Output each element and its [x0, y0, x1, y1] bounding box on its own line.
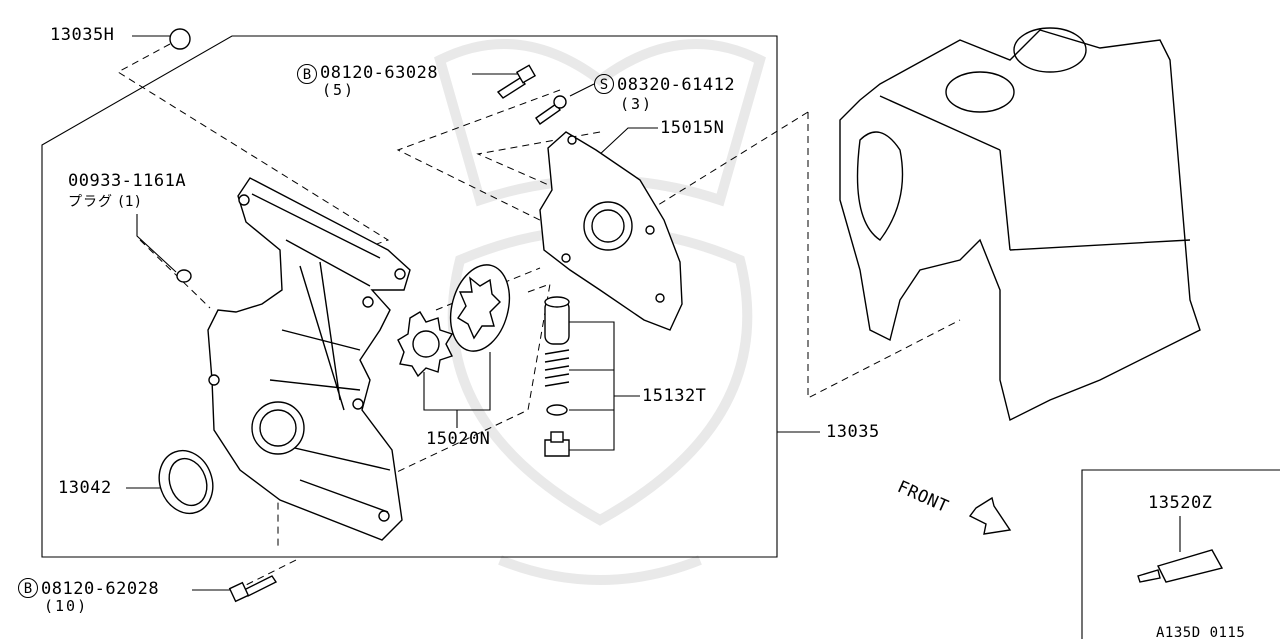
sealant-tube-13520z — [1137, 549, 1224, 583]
front-direction-arrow — [968, 496, 1012, 535]
part-label-15132t: 15132T — [642, 386, 707, 406]
qty-08120-62028: (10) — [44, 597, 89, 615]
part-label-13042: 13042 — [58, 478, 112, 498]
oil-pump-housing-15015n — [539, 131, 683, 331]
qty-08320-61412: (3) — [620, 95, 654, 113]
leader-lines — [126, 35, 1181, 591]
part-label-08120-63028: 08120-63028 — [320, 63, 439, 83]
outer-gear-15020n — [449, 264, 511, 352]
part-label-08320-61412: 08320-61412 — [617, 75, 736, 95]
part-label-13035: 13035 — [826, 422, 880, 442]
oil-seal-13042 — [158, 449, 214, 515]
front-cover-13035 — [207, 177, 411, 541]
bolt-08120-62028 — [228, 575, 278, 603]
sealant-inset-box — [1081, 469, 1280, 639]
qty-08120-63028: (5) — [322, 81, 356, 99]
relief-valve-15132t — [544, 296, 570, 457]
bolt-prefix-b: B — [297, 64, 317, 84]
part-label-00933-1161a: 00933-1161A — [68, 171, 187, 191]
bolt-prefix-b-lower: B — [18, 578, 38, 598]
part-label-08120-62028: 08120-62028 — [41, 579, 160, 599]
diagram-code: A135D 0115 — [1156, 625, 1246, 641]
part-desc-plug: プラグ (1) — [68, 194, 142, 210]
plug-00933-1161a — [176, 269, 192, 283]
part-label-15020n: 15020N — [426, 429, 491, 449]
screw-prefix-s: S — [594, 74, 614, 94]
bolt-08120-63028 — [496, 64, 537, 99]
seal-13035h — [169, 28, 191, 50]
part-label-13520z: 13520Z — [1148, 493, 1213, 513]
engine-block — [839, 27, 1201, 422]
part-label-15015n: 15015N — [660, 118, 725, 138]
part-label-13035h: 13035H — [50, 25, 115, 45]
inner-gear-15020n — [397, 311, 454, 378]
screw-08320-61412 — [535, 95, 567, 125]
assembly-frame — [41, 35, 778, 558]
